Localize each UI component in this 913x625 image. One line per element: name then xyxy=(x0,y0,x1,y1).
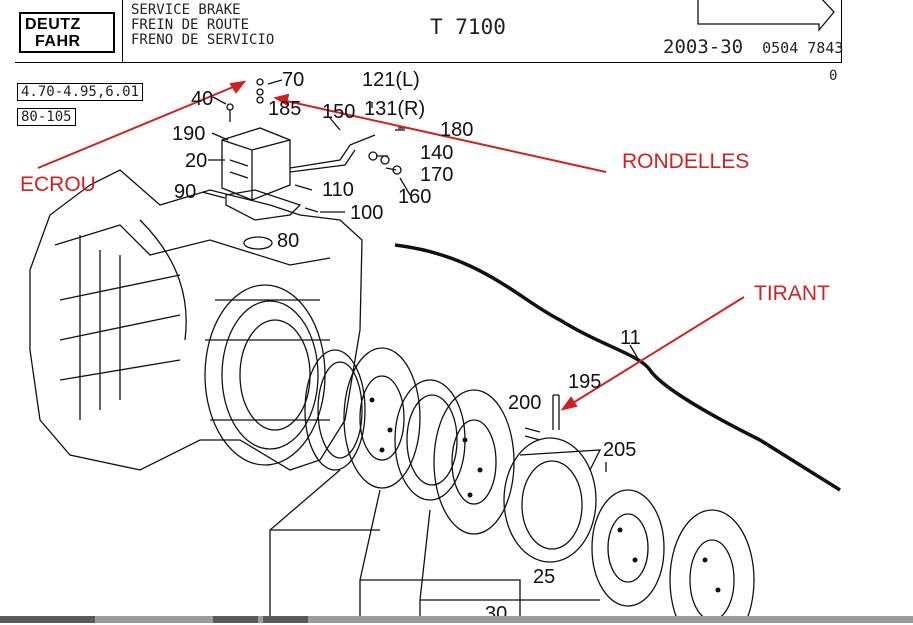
part-number-40: 40 xyxy=(191,88,214,110)
tie-rod xyxy=(552,394,560,430)
part-number-185: 185 xyxy=(268,98,302,120)
title-en: SERVICE BRAKE xyxy=(131,2,241,18)
model-label: T 7100 xyxy=(430,15,506,39)
housing-flange xyxy=(204,284,326,466)
part-number-200: 200 xyxy=(508,392,542,414)
part-number-110: 110 xyxy=(322,179,354,201)
part-number-131: 131(R) xyxy=(364,98,426,120)
part-number-100: 100 xyxy=(350,202,384,224)
part-number-25: 25 xyxy=(533,566,556,588)
gearbox-housing xyxy=(29,169,363,471)
section-titles: SERVICE BRAKE FREIN DE ROUTE FRENO DE SE… xyxy=(131,3,274,48)
rondelles-arrow xyxy=(281,99,607,173)
mounting-plate xyxy=(225,189,302,221)
part-number-190: 190 xyxy=(172,123,206,145)
part-number-180: 180 xyxy=(440,119,474,141)
next-page-arrow-icon xyxy=(697,0,835,32)
title-es: FRENO DE SERVICIO xyxy=(131,32,275,48)
part-number-140: 140 xyxy=(420,142,454,164)
header-divider xyxy=(122,0,123,62)
logo-line2: FAHR xyxy=(35,33,81,50)
valve-block xyxy=(221,127,291,201)
part-number-70: 70 xyxy=(282,69,305,91)
friction-disc-4 xyxy=(669,509,755,623)
deutz-fahr-logo: DEUTZ FAHR xyxy=(19,12,115,53)
date-code: 2003-30 xyxy=(663,36,744,58)
window-bottom-strip xyxy=(0,616,913,623)
annotation-rondelles: RONDELLES xyxy=(622,150,750,173)
brake-actuator xyxy=(503,437,597,563)
part-number-80: 80 xyxy=(277,230,300,252)
annotation-ecrou: ECROU xyxy=(20,173,96,196)
brake-pipe xyxy=(289,134,376,169)
part-number-11: 11 xyxy=(620,327,641,349)
part-number-195: 195 xyxy=(568,371,602,393)
part-number-205: 205 xyxy=(603,439,637,461)
section-cut-line xyxy=(394,243,841,492)
part-number-160: 160 xyxy=(398,186,432,208)
header-right-rule xyxy=(841,0,842,63)
ref-box-2: 80-105 xyxy=(17,108,76,126)
date-code-block: 2003-30 0504 7843 xyxy=(663,36,843,58)
title-fr: FREIN DE ROUTE xyxy=(131,17,250,33)
logo-line1: DEUTZ xyxy=(25,16,81,33)
tirant-arrow xyxy=(567,296,745,407)
page-index: 0 xyxy=(829,68,838,84)
friction-disc-3 xyxy=(591,489,665,607)
header-bottom-rule xyxy=(15,62,841,63)
part-number-150: 150 xyxy=(322,101,356,123)
ecrou-arrow xyxy=(37,84,239,169)
part-number-121: 121(L) xyxy=(362,69,420,91)
friction-disc-2 xyxy=(433,389,515,535)
part-80 xyxy=(243,236,273,250)
annotation-tirant: TIRANT xyxy=(754,282,830,305)
part-number-20: 20 xyxy=(185,150,208,172)
part-ref: 0504 7843 xyxy=(762,39,844,57)
friction-disc-1 xyxy=(343,347,421,489)
part-number-90: 90 xyxy=(174,181,197,203)
disc-plate-1 xyxy=(304,349,366,471)
ref-box-1: 4.70-4.95,6.01 xyxy=(17,83,144,101)
part-number-170: 170 xyxy=(420,164,454,186)
